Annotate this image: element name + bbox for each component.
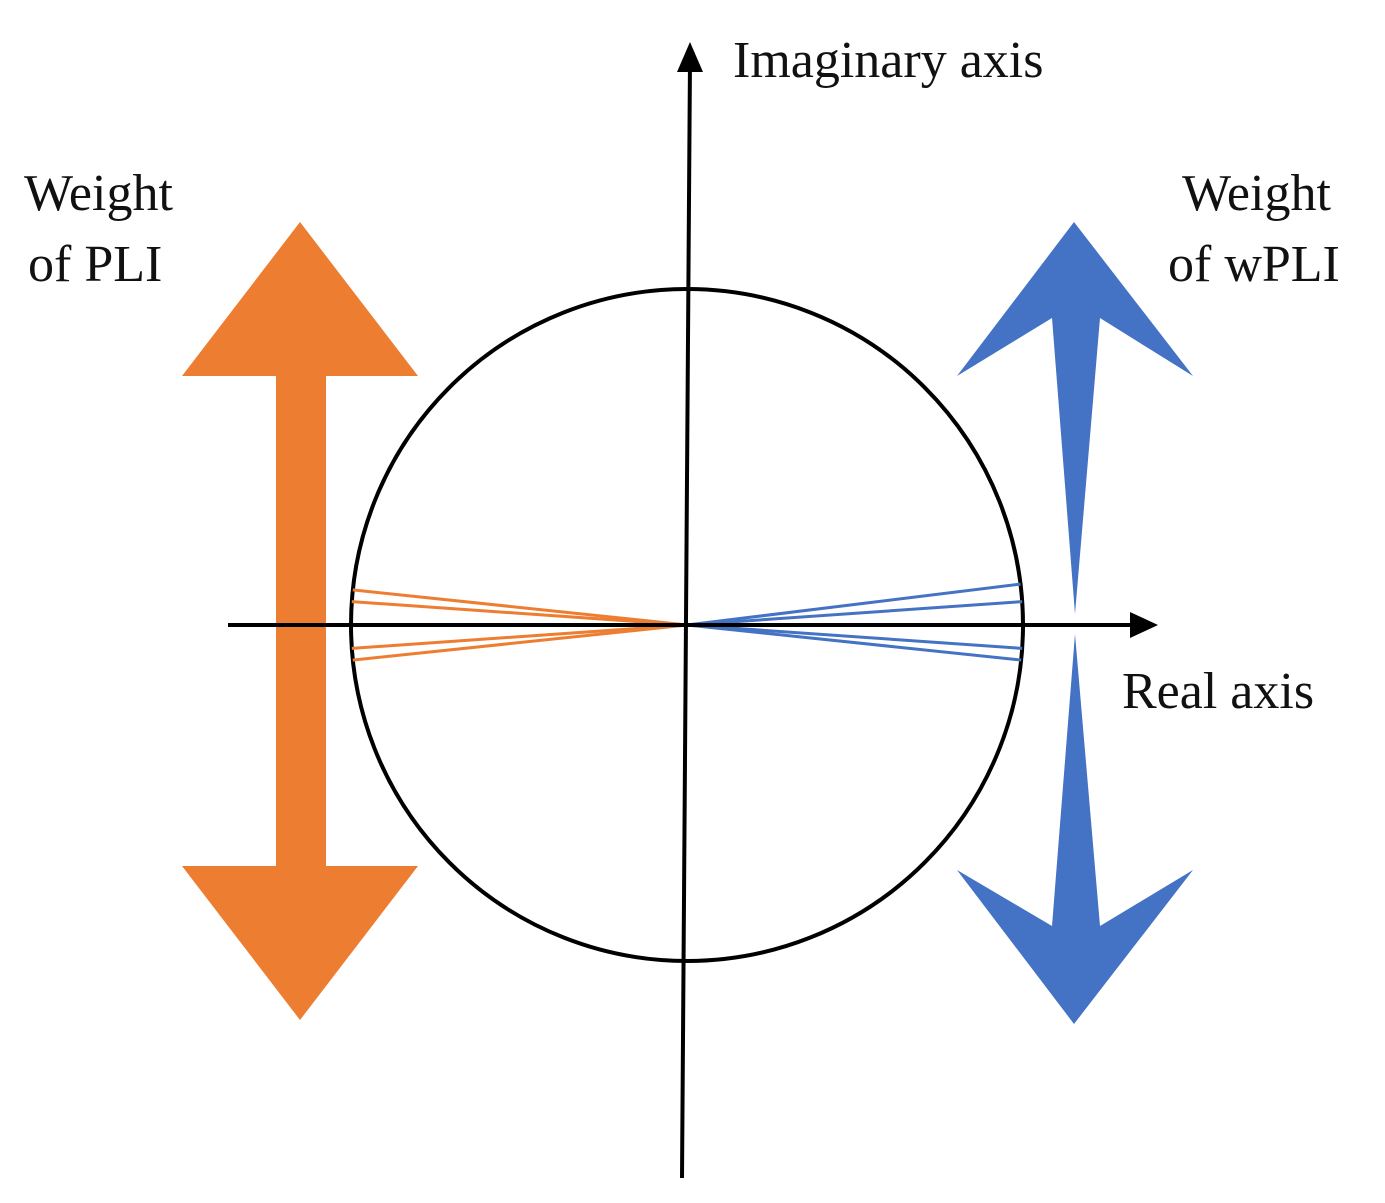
wpli-weight-label-line2: of wPLI: [1168, 236, 1340, 293]
pli-vector-1: [352, 588, 688, 627]
pli-weight-arrow-icon: [182, 222, 418, 1020]
wpli-phase-vectors: [686, 582, 1023, 662]
pli-vector-4: [351, 623, 688, 650]
wpli-vector-4: [686, 623, 1023, 650]
wpli-vector-5: [686, 623, 1022, 662]
pli-weight-label-line2: of PLI: [28, 236, 162, 293]
pli-vector-2: [351, 600, 688, 627]
imaginary-axis-line: [680, 59, 692, 1179]
wpli-weight-arrow-icon: [957, 222, 1193, 1024]
pli-vector-5: [352, 623, 688, 662]
wpli-vector-2: [686, 600, 1023, 627]
wpli-weight-label-line1: Weight: [1182, 165, 1331, 222]
pli-weight-label-line1: Weight: [24, 165, 173, 222]
real-axis-arrowhead-icon: [1130, 612, 1158, 638]
imaginary-axis-label: Imaginary axis: [733, 32, 1043, 89]
wpli-vector-1: [686, 582, 1021, 627]
real-axis-label: Real axis: [1122, 663, 1314, 720]
imaginary-axis-arrowhead-icon: [677, 42, 703, 72]
